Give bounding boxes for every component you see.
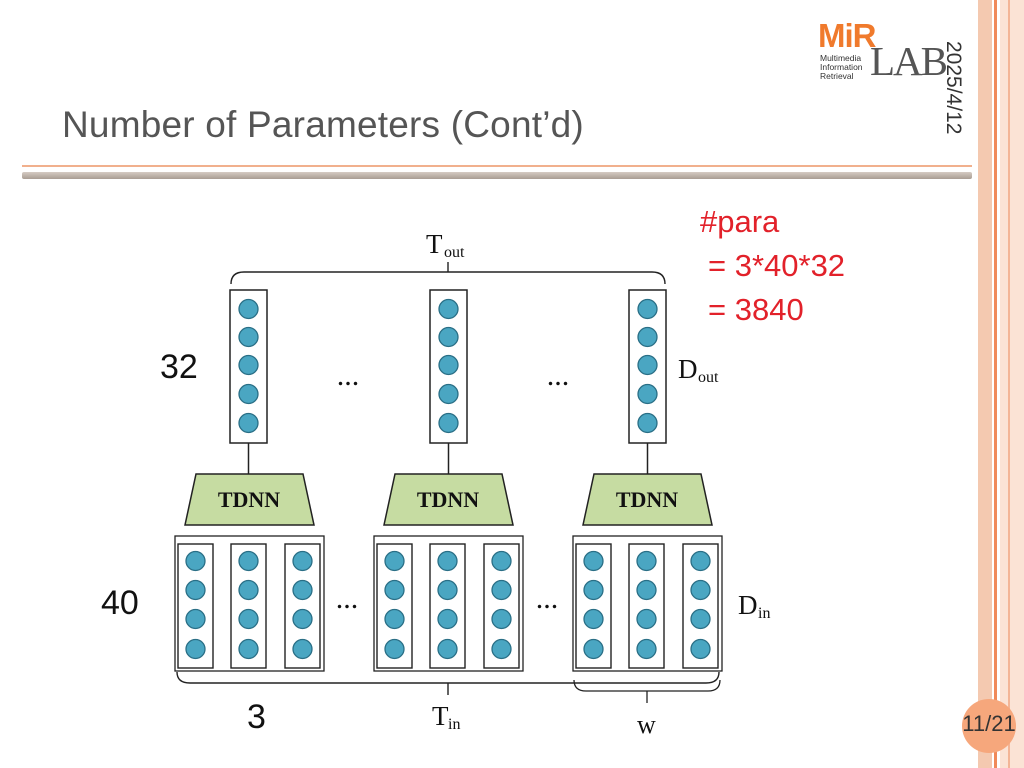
- tdnn-block-1: TDNN: [184, 473, 315, 526]
- t-in-label: T: [432, 701, 449, 731]
- formula-line-1: #para: [700, 204, 780, 239]
- logo-line-2: Information: [820, 62, 863, 72]
- tdnn-block-3: TDNN: [582, 473, 713, 526]
- tdnn-label-3: TDNN: [616, 487, 678, 512]
- t-out-label: T: [426, 229, 443, 259]
- t-out-subscript: out: [444, 244, 465, 261]
- ellipsis-output-1: ...: [337, 359, 360, 392]
- logo-line-1: Multimedia: [820, 53, 862, 63]
- page-number-badge: [962, 699, 1016, 753]
- ellipsis-input-2: ...: [536, 582, 559, 615]
- t-in-brace: [176, 671, 720, 684]
- page-number: 11/21: [962, 711, 1016, 736]
- right-decor-line: [994, 0, 997, 768]
- t-in-subscript: in: [448, 716, 460, 733]
- formula-line-3: = 3840: [708, 292, 804, 327]
- page-title: Number of Parameters (Cont’d): [62, 104, 584, 145]
- d-in-subscript: in: [758, 605, 770, 622]
- title-rule-shadow: [22, 172, 972, 179]
- slide-date: 2025/4/12: [942, 41, 965, 135]
- input-dim-label: 40: [101, 584, 139, 622]
- ellipsis-input-1: ...: [336, 582, 359, 615]
- input-group-2: [373, 535, 524, 672]
- output-column-3: [628, 289, 667, 444]
- tdnn-block-2: TDNN: [383, 473, 514, 526]
- tdnn-label-1: TDNN: [218, 487, 280, 512]
- right-decor-line-outer: [1008, 0, 1010, 768]
- d-in-label: D: [738, 590, 758, 620]
- logo-line-3: Retrieval: [820, 71, 854, 81]
- right-decor-band: [978, 0, 992, 768]
- input-group-1: [174, 535, 325, 672]
- logo-lab: LAB: [870, 38, 948, 84]
- window-size-label: 3: [247, 698, 266, 736]
- parameter-formula: #para = 3*40*32 = 3840: [700, 200, 845, 332]
- d-out-subscript: out: [698, 369, 719, 386]
- ellipsis-output-2: ...: [547, 359, 570, 392]
- title-rule: [22, 165, 972, 167]
- output-column-1: [229, 289, 268, 444]
- right-decor-band-outer: [1000, 0, 1024, 768]
- output-dim-label: 32: [160, 348, 198, 386]
- tdnn-label-2: TDNN: [417, 487, 479, 512]
- input-group-3: [572, 535, 723, 672]
- mirlab-logo: MiR LAB Multimedia Information Retrieval: [818, 16, 958, 84]
- logo-mark: MiR: [818, 17, 876, 54]
- formula-line-2: = 3*40*32: [708, 248, 846, 283]
- w-label: w: [637, 710, 656, 739]
- window-brace: [573, 679, 721, 692]
- t-out-brace: [230, 271, 666, 285]
- output-column-2: [429, 289, 468, 444]
- d-out-label: D: [678, 354, 698, 384]
